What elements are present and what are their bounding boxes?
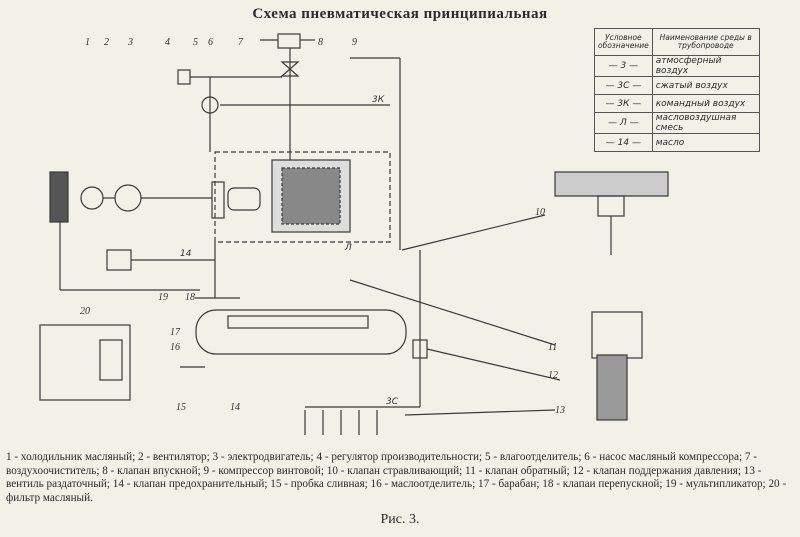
line-code-ml2: Л bbox=[344, 243, 352, 253]
bleed-valve-detail bbox=[554, 171, 669, 197]
legend-header-desc: Наименование среды в трубопроводе bbox=[651, 28, 760, 56]
callout-11: 11 bbox=[548, 342, 557, 353]
callout-14: 14 bbox=[230, 402, 240, 413]
oil-cooler bbox=[49, 171, 69, 223]
oil-separator bbox=[195, 309, 407, 355]
capacity-regulator bbox=[177, 69, 191, 85]
legend-row: — 14 — масло bbox=[594, 133, 760, 152]
legend-table: Условное обозначение Наименование среды … bbox=[594, 28, 760, 152]
callout-10: 10 bbox=[535, 207, 545, 218]
oil-filter bbox=[39, 324, 131, 401]
figure-label: Рис. 3. bbox=[380, 512, 420, 527]
callout-7: 7 bbox=[238, 37, 244, 48]
multiplier bbox=[211, 181, 225, 219]
oil-pump bbox=[227, 187, 261, 211]
callout-2: 2 bbox=[104, 37, 109, 48]
callout-16: 16 bbox=[170, 342, 180, 353]
line-code-ml: 14 bbox=[180, 249, 192, 259]
callout-5: 5 bbox=[193, 37, 198, 48]
legend-row: — 3 — атмосферный воздух bbox=[594, 55, 760, 77]
drum bbox=[227, 315, 369, 329]
callout-6: 6 bbox=[208, 37, 213, 48]
fan bbox=[80, 186, 104, 210]
line-code-zk: 3К bbox=[372, 95, 385, 105]
legend-header-code: Условное обозначение bbox=[594, 28, 653, 56]
callout-15: 15 bbox=[176, 402, 186, 413]
component-caption: 1 - холодильник масляный; 2 - вентилятор… bbox=[6, 451, 787, 504]
legend-row: — Л — масловоздушная смесь bbox=[594, 112, 760, 134]
pneumatic-schematic: 1 2 3 4 5 6 7 8 9 10 11 12 13 14 15 16 1… bbox=[39, 33, 669, 435]
diagram-title: Схема пневматическая принципиальная bbox=[252, 6, 548, 22]
callout-4: 4 bbox=[165, 37, 170, 48]
callout-3: 3 bbox=[127, 37, 133, 48]
legend-row: — 3С — сжатый воздух bbox=[594, 76, 760, 95]
callout-17: 17 bbox=[170, 327, 181, 338]
line-code-zs: 3С bbox=[386, 397, 399, 407]
legend-row: — 3К — командный воздух bbox=[594, 94, 760, 113]
callout-9: 9 bbox=[352, 37, 357, 48]
electric-motor bbox=[114, 184, 142, 212]
callout-19: 19 bbox=[158, 292, 168, 303]
callout-8: 8 bbox=[318, 37, 323, 48]
callout-1: 1 bbox=[85, 37, 90, 48]
callout-13: 13 bbox=[555, 405, 565, 416]
pressure-valve-detail bbox=[591, 311, 643, 359]
callout-18: 18 bbox=[185, 292, 195, 303]
intake-valve bbox=[280, 61, 300, 77]
air-cleaner bbox=[277, 33, 301, 49]
callout-12: 12 bbox=[548, 370, 558, 381]
callout-20: 20 bbox=[80, 306, 90, 317]
